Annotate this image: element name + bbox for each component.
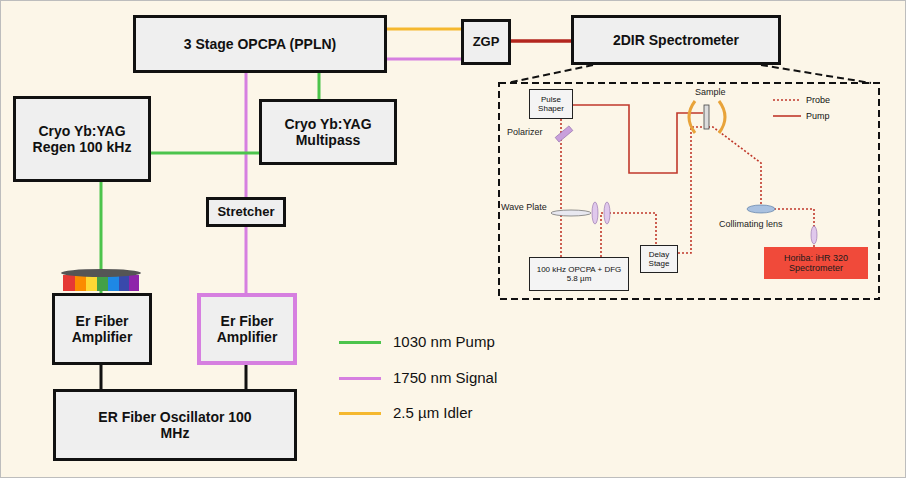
process-box: Pulse Shaper [529, 89, 573, 119]
box-label: Pulse Shaper [532, 95, 570, 113]
beam-connector [245, 227, 248, 293]
legend-swatch [339, 341, 381, 344]
box-label: Cryo Yb:YAG Regen 100 kHz [30, 123, 134, 155]
legend-line [773, 97, 801, 103]
beam-connector [245, 365, 248, 389]
legend-text: Probe [806, 95, 830, 105]
zoom-line [507, 65, 593, 83]
grating [61, 269, 141, 291]
process-box: Cryo Yb:YAG Regen 100 kHz [13, 96, 151, 182]
legend-text: 2.5 µm Idler [393, 404, 473, 421]
inset-frame [499, 83, 879, 299]
legend-line [773, 113, 801, 119]
beam-connector [318, 73, 321, 99]
mirror [689, 101, 695, 133]
beam-connector [511, 39, 571, 43]
beam-connector [678, 127, 814, 253]
process-box: 100 kHz OPCPA + DFG 5.8 µm [529, 257, 629, 291]
beam-connector [151, 152, 259, 155]
box-label: Horiba: iHR 320 Spectrometer [768, 253, 864, 274]
legend-swatch [339, 377, 381, 380]
box-label: ER Fiber Oscillator 100 MHz [95, 409, 255, 441]
lens [811, 226, 817, 244]
box-label: 2DIR Spectrometer [613, 32, 739, 48]
box-label: ZGP [473, 35, 500, 50]
process-box: Delay Stage [640, 245, 678, 273]
pump-beam [573, 105, 703, 173]
legend-text: 1030 nm Pump [393, 333, 495, 350]
box-label: Er Fiber Amplifier [60, 313, 144, 345]
polarizer [555, 126, 573, 142]
box-label: 100 kHz OPCPA + DFG 5.8 µm [532, 265, 626, 283]
process-box: Cryo Yb:YAG Multipass [259, 99, 397, 165]
collimating-lens [747, 205, 775, 213]
legend-text: 1750 nm Signal [393, 369, 497, 386]
beam-connector [387, 58, 461, 61]
process-box: 2DIR Spectrometer [571, 15, 781, 65]
mirror [719, 101, 725, 133]
part-label: Collimating lens [719, 220, 783, 230]
process-box: 3 Stage OPCPA (PPLN) [133, 15, 387, 73]
process-box: Stretcher [206, 197, 286, 227]
beam-connector [387, 28, 461, 31]
part-label: Polarizer [507, 128, 543, 138]
wave-plate [551, 210, 591, 216]
process-box: Er Fiber Amplifier [52, 293, 152, 365]
beam-connector [245, 73, 248, 197]
legend-swatch [339, 412, 381, 415]
process-box: Horiba: iHR 320 Spectrometer [764, 247, 868, 279]
box-label: Stretcher [217, 205, 274, 220]
process-box: ER Fiber Oscillator 100 MHz [53, 389, 297, 461]
lens [604, 202, 610, 224]
lens [592, 202, 598, 224]
beam-connector [100, 365, 103, 389]
box-label: Er Fiber Amplifier [205, 313, 289, 345]
box-label: Cryo Yb:YAG Multipass [272, 116, 384, 148]
process-box: Er Fiber Amplifier [197, 293, 297, 365]
legend-text: Pump [806, 111, 830, 121]
sample-cell [704, 105, 709, 129]
zoom-line [761, 65, 871, 83]
box-label: Delay Stage [643, 250, 675, 268]
box-label: 3 Stage OPCPA (PPLN) [184, 36, 336, 52]
process-box: ZGP [461, 19, 511, 65]
part-label: Wave Plate [501, 203, 547, 213]
part-label: Sample [695, 88, 726, 98]
